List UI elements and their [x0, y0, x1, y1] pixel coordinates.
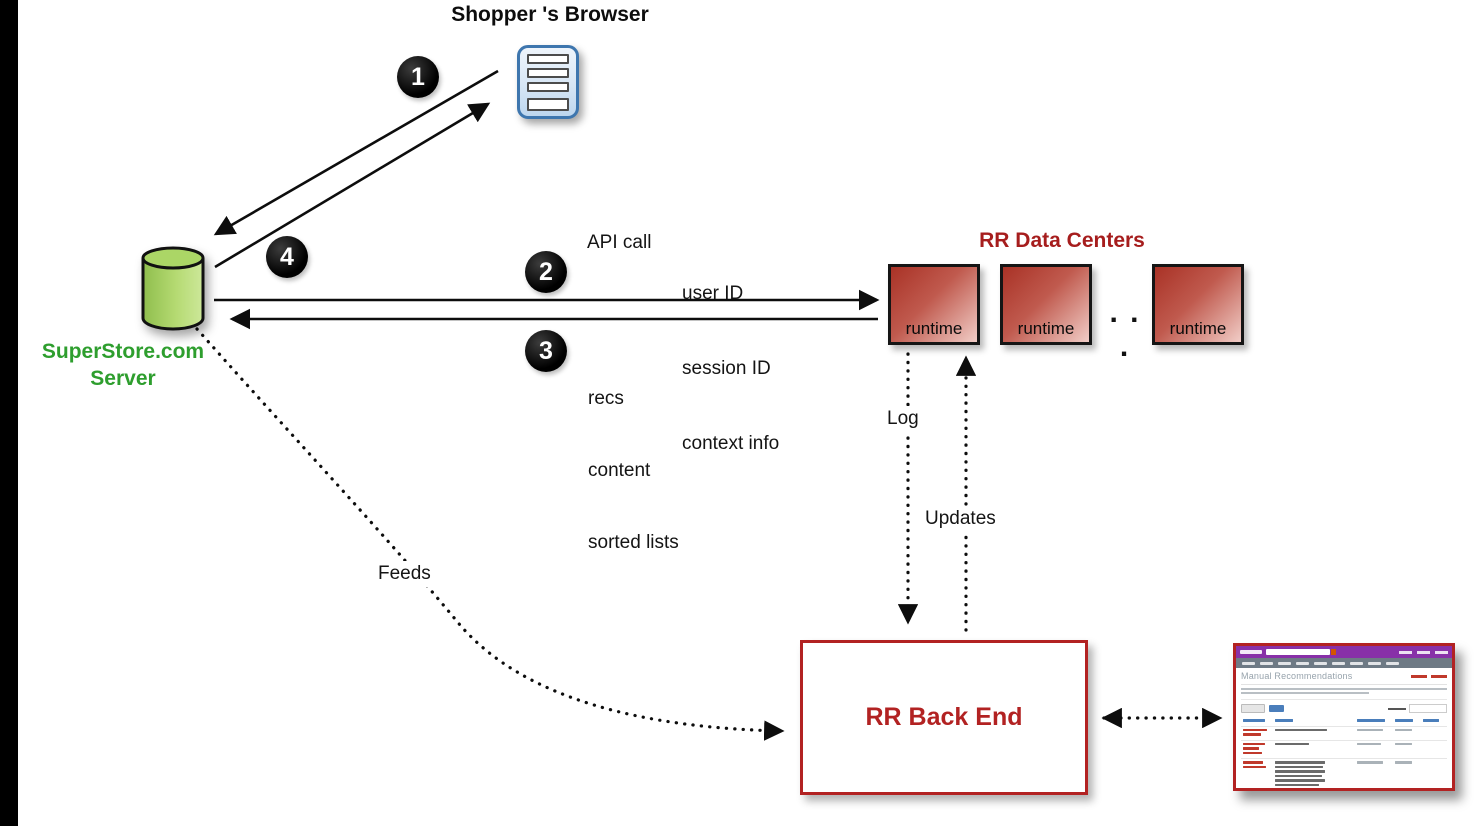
mini-content: Manual Recommendations	[1236, 668, 1452, 788]
admin-screenshot-thumbnail: Manual Recommendations	[1233, 643, 1455, 791]
server-label-line1: SuperStore.com	[41, 340, 205, 363]
request-param-session-id: session ID	[682, 358, 771, 379]
mini-header-links	[1411, 674, 1447, 678]
arrow-browser-to-server	[213, 69, 499, 236]
backend-label: RR Back End	[865, 703, 1023, 731]
feeds-label: Feeds	[373, 561, 436, 587]
browser-icon-bar	[527, 82, 569, 92]
browser-title: Shopper 's Browser	[451, 3, 649, 26]
mini-table-header	[1241, 717, 1447, 726]
response-item-recs: recs	[588, 388, 624, 409]
arrow-server-to-browser	[214, 102, 491, 269]
api-call-label: API call	[587, 232, 652, 253]
mini-logo	[1240, 650, 1262, 654]
mini-top-links	[1399, 650, 1448, 654]
data-centers-title: RR Data Centers	[979, 229, 1145, 252]
mini-title-row: Manual Recommendations	[1241, 671, 1447, 681]
mini-button-gray	[1241, 704, 1265, 713]
mini-table	[1241, 717, 1447, 788]
runtime-node-3: runtime	[1152, 264, 1244, 345]
updates-label: Updates	[920, 506, 1001, 532]
step-badge-1: 1	[397, 56, 439, 98]
response-item-sorted-lists: sorted lists	[588, 532, 679, 553]
request-param-context-info: context info	[682, 433, 780, 454]
response-items: recs content sorted lists	[588, 339, 679, 603]
mini-table-row	[1241, 758, 1447, 788]
step-badge-4: 4	[266, 236, 308, 278]
mini-search-input	[1266, 649, 1336, 655]
browser-icon-bar	[527, 68, 569, 78]
server-label-line2: Server	[90, 367, 156, 390]
step-badge-2: 2	[525, 251, 567, 293]
runtime-node-1: runtime	[888, 264, 980, 345]
step-badge-3: 3	[525, 330, 567, 372]
mini-description-skeleton	[1241, 684, 1447, 694]
mini-filter	[1388, 704, 1447, 713]
backend-box: RR Back End	[800, 640, 1088, 795]
mini-page-title: Manual Recommendations	[1241, 671, 1353, 681]
mini-nav-bar	[1236, 658, 1452, 668]
browser-icon-viewport	[527, 98, 569, 111]
mini-filter-input	[1409, 704, 1447, 713]
request-params: user ID session ID context info	[682, 231, 779, 506]
response-item-content: content	[588, 460, 651, 481]
request-param-user-id: user ID	[682, 283, 744, 304]
mini-button-blue	[1269, 705, 1284, 712]
database-cylinder-icon	[140, 245, 206, 338]
browser-icon	[517, 45, 579, 119]
more-nodes-ellipsis: . . .	[1109, 296, 1141, 363]
log-label: Log	[882, 406, 924, 432]
mini-toolbar	[1241, 699, 1447, 713]
mini-table-row	[1241, 739, 1447, 759]
browser-icon-bar	[527, 54, 569, 64]
mini-topbar	[1236, 646, 1452, 658]
mini-table-row	[1241, 725, 1447, 740]
runtime-node-2: runtime	[1000, 264, 1092, 345]
left-black-strip	[0, 0, 18, 826]
server-label: SuperStore.com Server	[25, 338, 221, 392]
